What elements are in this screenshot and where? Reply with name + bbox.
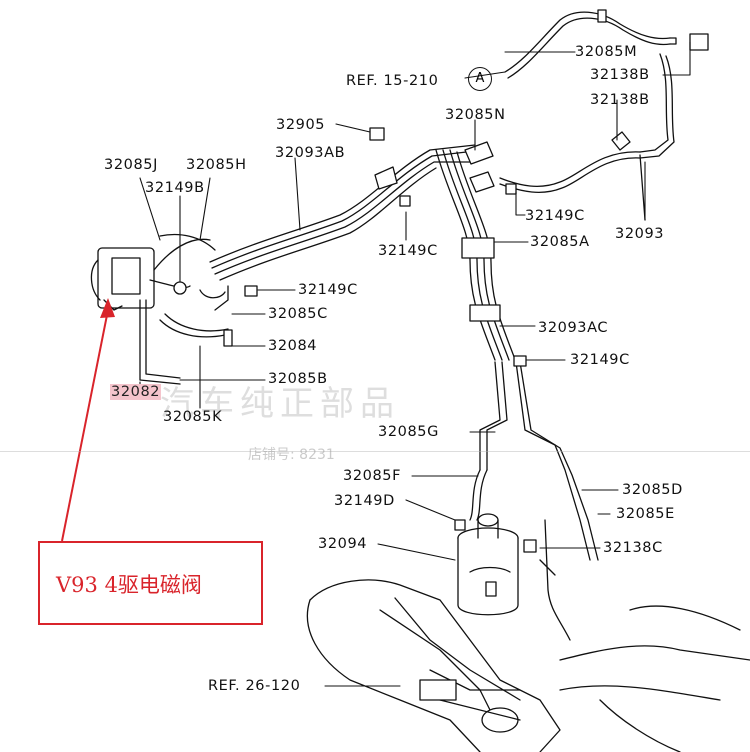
- label-32085h: 32085H: [186, 157, 247, 173]
- solenoid-valve-icon: [90, 233, 216, 311]
- callout-box: V93 4驱电磁阀: [38, 541, 263, 625]
- label-ref-26-120: REF. 26-120: [208, 678, 301, 694]
- vacuum-line-32093: [499, 131, 646, 221]
- label-32149b: 32149B: [145, 180, 205, 196]
- label-32094: 32094: [318, 536, 368, 552]
- label-32138b-second: 32138B: [590, 92, 650, 108]
- label-32085b: 32085B: [268, 371, 328, 387]
- hose-bundle: [209, 141, 517, 363]
- watermark-shop: 店铺号: 8231: [248, 447, 335, 463]
- watermark-title: 汽车纯正部品: [160, 384, 400, 424]
- vacuum-tank-icon: [457, 513, 519, 616]
- label-32905: 32905: [276, 117, 326, 133]
- label-32084: 32084: [268, 338, 318, 354]
- callout-arrow: [61, 298, 115, 542]
- label-32085g: 32085G: [378, 424, 439, 440]
- upper-vacuum-hose: [504, 9, 709, 159]
- transfer-case-icon: [306, 579, 750, 752]
- label-32085j: 32085J: [104, 157, 159, 173]
- label-32149c-center: 32149C: [378, 243, 438, 259]
- callout-text: V93 4驱电磁阀: [56, 573, 202, 597]
- label-32093ab: 32093AB: [275, 145, 346, 161]
- label-32082: 32082: [110, 384, 162, 400]
- label-32085a: 32085A: [530, 234, 590, 250]
- label-32085d: 32085D: [622, 482, 683, 498]
- label-32085e: 32085E: [616, 506, 675, 522]
- label-32085m: 32085M: [575, 44, 638, 60]
- label-32085n: 32085N: [445, 107, 506, 123]
- leader-lines: [111, 41, 691, 687]
- label-32149c-lower: 32149C: [570, 352, 630, 368]
- label-ref-15-210: REF. 15-210: [346, 73, 439, 89]
- label-32093ac: 32093AC: [538, 320, 609, 336]
- label-32149d: 32149D: [334, 493, 395, 509]
- watermark-rule: [0, 451, 750, 452]
- label-32138c: 32138C: [603, 540, 663, 556]
- label-32138b-top: 32138B: [590, 67, 650, 83]
- lower-left-hoses: [139, 285, 233, 385]
- bolt-icon: [244, 127, 537, 553]
- label-32093: 32093: [615, 226, 665, 242]
- tank-hoses: [469, 361, 599, 641]
- label-32085c: 32085C: [268, 306, 328, 322]
- label-32082-text: 32082: [110, 384, 162, 400]
- label-32085k: 32085K: [163, 409, 223, 425]
- label-32149c-left: 32149C: [298, 282, 358, 298]
- ref-a-marker: A: [468, 67, 492, 91]
- label-32085f: 32085F: [343, 468, 402, 484]
- label-32149c-right: 32149C: [525, 208, 585, 224]
